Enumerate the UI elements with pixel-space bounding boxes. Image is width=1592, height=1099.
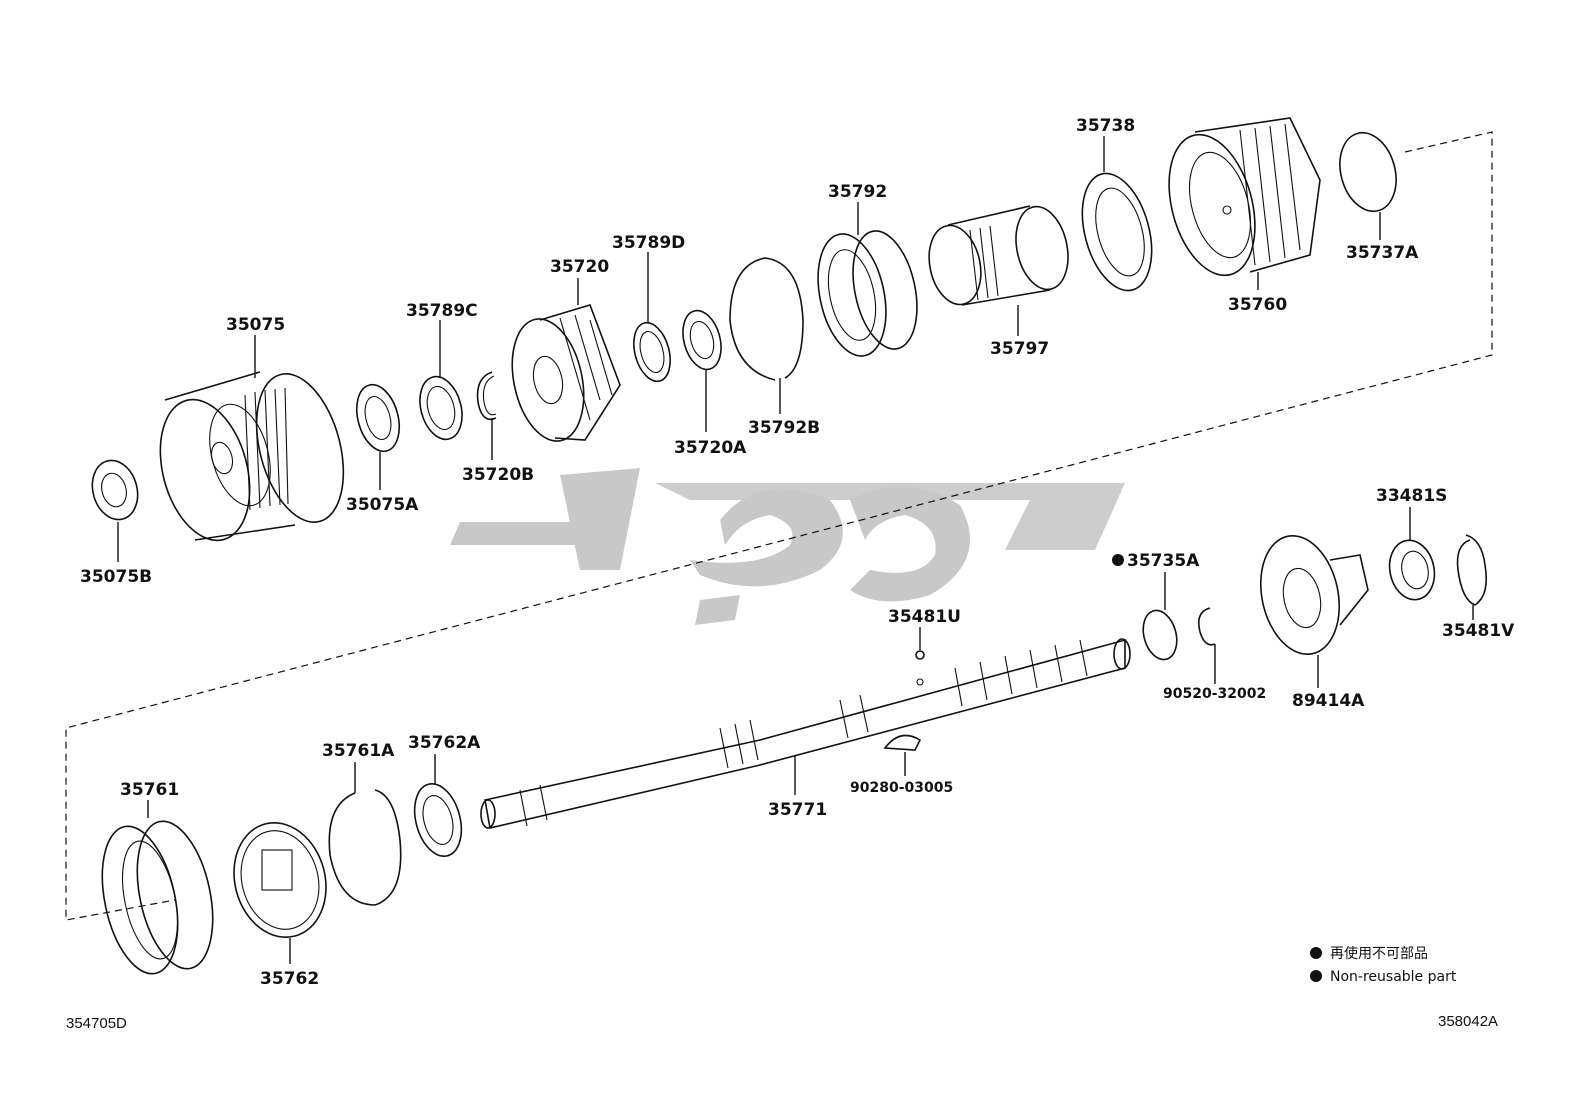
label-35075A[interactable]: 35075A [346,495,419,515]
snap-ring-35720B [476,371,497,421]
label-35481V[interactable]: 35481V [1442,621,1515,641]
drum-35075 [159,371,345,542]
assembly-boundary [65,131,1493,921]
corner-code-right: 358042A [1438,1013,1498,1030]
legend-text-jp: 再使用不可部品 [1330,945,1428,962]
washer-35789D [633,321,671,383]
label-35075B[interactable]: 35075B [80,567,152,587]
snap-ring-35761A [328,789,402,906]
label-35789D[interactable]: 35789D [612,233,685,253]
snap-ring-90520-32002 [1197,607,1216,646]
washer-35738 [1081,172,1153,292]
label-90520-32002[interactable]: 90520-32002 [1163,686,1266,702]
shaft-35771 [480,638,1131,829]
label-89414A[interactable]: 89414A [1292,691,1365,711]
label-35738[interactable]: 35738 [1076,116,1135,136]
label-35720[interactable]: 35720 [550,257,609,277]
legend: 再使用不可部品 Non-reusable part [1310,945,1457,985]
legend-text-en: Non-reusable part [1330,969,1457,985]
rotor-89414A [1259,534,1369,656]
washer-35737A [1339,131,1397,213]
snap-ring-35792B [729,257,804,381]
label-35792[interactable]: 35792 [828,182,887,202]
nut-33481S [1388,539,1436,601]
label-35762A[interactable]: 35762A [408,733,481,753]
non-reusable-marker [1112,554,1124,566]
ring-gear-35792 [817,230,918,357]
label-35760[interactable]: 35760 [1228,295,1287,315]
label-35075[interactable]: 35075 [226,315,285,335]
washer-35075B [91,459,139,521]
washer-35789C [419,375,463,441]
label-35720B[interactable]: 35720B [462,465,534,485]
bearing-35762A [413,783,463,857]
ring-35735A [1142,609,1178,661]
label-35761A[interactable]: 35761A [322,741,395,761]
snap-ring-35481V [1456,534,1488,606]
label-90280-03005[interactable]: 90280-03005 [850,780,953,796]
label-35481U[interactable]: 35481U [888,607,961,627]
legend-dot-jp [1310,947,1322,959]
carrier-35720 [511,304,621,442]
plate-35762 [233,821,327,939]
ball-35481U [915,650,925,660]
label-35735A[interactable]: 35735A [1127,551,1200,571]
label-33481S[interactable]: 33481S [1376,486,1447,506]
key-90280-03005 [883,734,922,751]
ring-35761 [101,820,214,975]
bearing-35075A [355,383,401,453]
leader-lines [117,136,1474,964]
label-35737A[interactable]: 35737A [1346,243,1419,263]
watermark-logo [450,468,1125,625]
label-35797[interactable]: 35797 [990,339,1049,359]
corner-code-left: 354705D [66,1015,127,1032]
label-35771[interactable]: 35771 [768,800,827,820]
sleeve-35797 [928,205,1069,306]
label-35761[interactable]: 35761 [120,780,179,800]
label-35762[interactable]: 35762 [260,969,319,989]
label-35789C[interactable]: 35789C [406,301,478,321]
gear-drum-35760 [1168,117,1321,277]
label-35720A[interactable]: 35720A [674,438,747,458]
legend-dot-en [1310,970,1322,982]
label-35792B[interactable]: 35792B [748,418,820,438]
bearing-35720A [682,309,722,371]
